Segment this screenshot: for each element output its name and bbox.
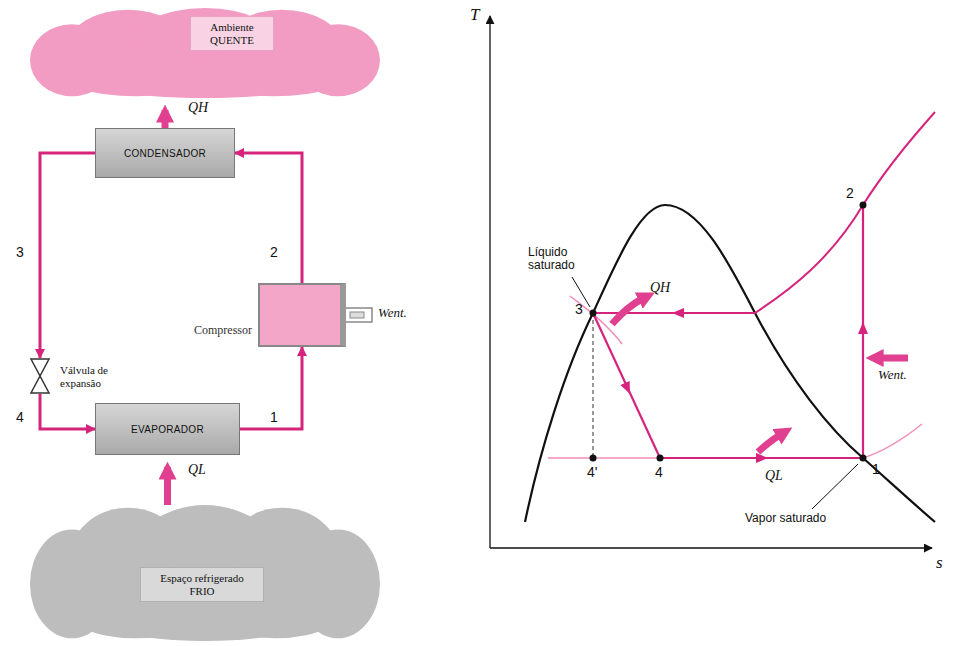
superheat-isobar (755, 112, 935, 313)
node-label: CONDENSADOR (124, 148, 206, 159)
state-number: 1 (268, 410, 280, 425)
state-number: 1 (872, 462, 880, 477)
valve-symbol (28, 358, 52, 394)
cloud-lobe (58, 46, 212, 96)
flow-arrow (756, 453, 768, 463)
expansion-valve: Válvula de expansão (28, 358, 52, 394)
hot-ambient-cloud: Ambiente QUENTE (30, 8, 380, 98)
state-number: 4 (655, 465, 663, 480)
state-point (590, 310, 597, 317)
flow-arrow (858, 322, 868, 334)
valve-half (31, 359, 49, 376)
curve-note: Líquido saturado (528, 246, 590, 272)
node-label: Espaço refrigerado FRIO (140, 567, 264, 602)
state-point (590, 455, 597, 462)
heat-label: QH (186, 100, 210, 115)
flow-arrow (672, 308, 684, 318)
node-label: EVAPORADOR (131, 424, 204, 435)
node-label: Válvula de expansão (60, 364, 140, 390)
node-label: Compressor (194, 323, 252, 338)
leader-line (812, 464, 858, 509)
valve-half (31, 376, 49, 393)
node-label: Ambiente QUENTE (190, 16, 274, 51)
s-axis (490, 547, 932, 548)
throttling-line (593, 313, 660, 458)
cloud-lobe (198, 46, 352, 96)
saturation-dome (525, 205, 935, 522)
piston-rod-inner (350, 312, 364, 318)
refrigerant-line (40, 153, 95, 358)
state-number: 3 (14, 245, 26, 260)
piston-rod (344, 308, 372, 322)
state-number: 4 (14, 410, 26, 425)
heat-label: QH (650, 280, 670, 295)
work-label: Went. (378, 306, 407, 320)
dashed-line (593, 313, 594, 458)
heat-arrow (612, 299, 642, 324)
state-number: 4' (587, 465, 597, 480)
heat-label: QL (186, 462, 208, 477)
state-point (657, 455, 664, 462)
curve-note: Vapor saturado (745, 512, 826, 525)
cold-space-cloud: Espaço refrigerado FRIO (30, 505, 380, 641)
refrigerant-line (235, 153, 302, 283)
evaporator-box: EVAPORADOR (95, 403, 240, 455)
axis-label: T (470, 6, 479, 25)
state-point (860, 202, 867, 209)
state-number: 2 (268, 245, 280, 260)
heat-flow-arrow (162, 110, 169, 128)
heat-flow-arrow (164, 467, 171, 505)
work-label: Went. (878, 368, 907, 382)
state-point (860, 455, 867, 462)
condenser-box: CONDENSADOR (95, 128, 235, 178)
axis-label: s (936, 554, 943, 573)
state-number: 3 (575, 302, 583, 317)
state-number: 2 (846, 186, 854, 201)
heat-arrow (758, 435, 780, 452)
t-axis (489, 16, 490, 548)
heat-label: QL (765, 468, 783, 483)
low-isobar (863, 424, 922, 458)
flow-arrow (620, 381, 630, 394)
refrigerant-line (240, 347, 302, 429)
compressor-cylinder: Compressor (258, 283, 346, 347)
refrigerant-line (40, 394, 95, 429)
work-arrow (880, 355, 908, 362)
